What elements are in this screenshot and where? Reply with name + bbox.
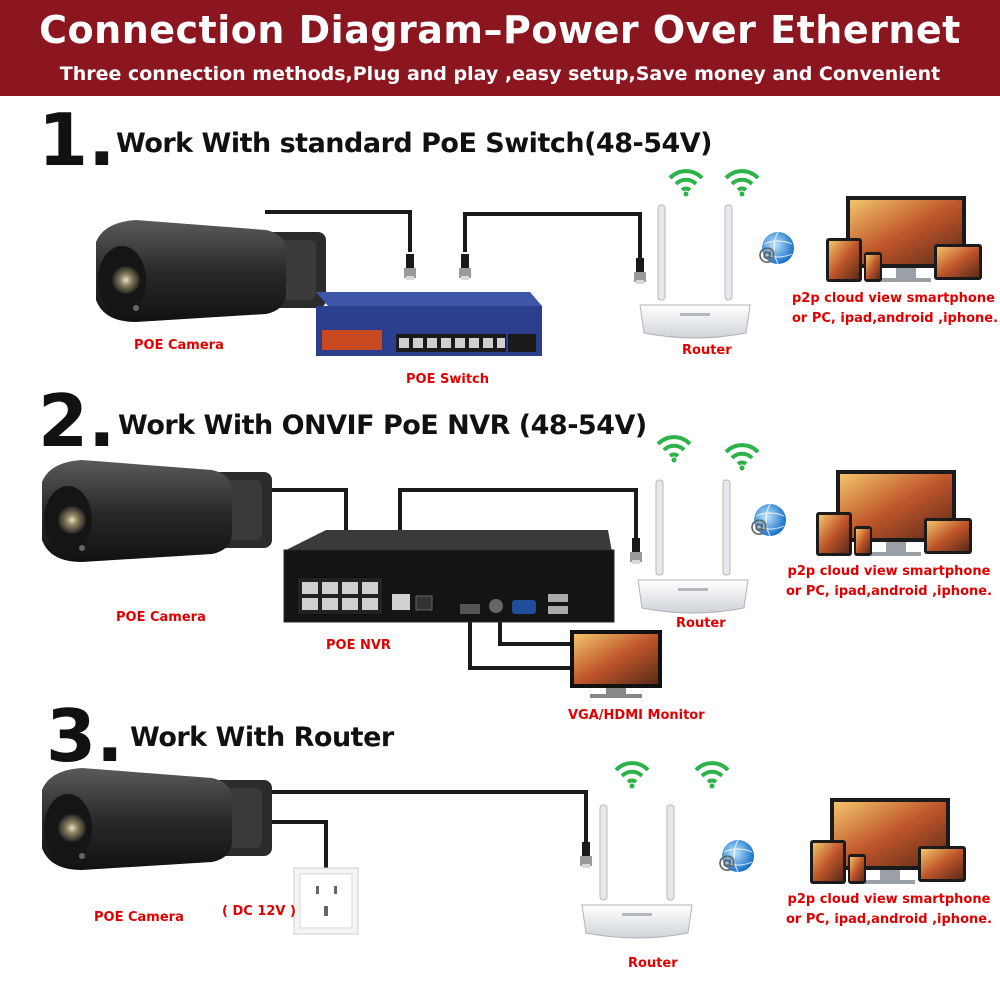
section-3-diagram [42,761,966,939]
p2p-caption-1: p2p cloud view smartphone or PC, ipad,an… [792,289,999,329]
p2p-line-2: or PC, ipad,android ,iphone. [785,584,993,599]
router-icon [581,804,693,939]
section-1-diagram [96,169,982,356]
p2p-line-2: or PC, ipad,android ,iphone. [785,912,993,927]
camera-icon [42,460,272,562]
router-icon [639,204,751,339]
step-number-1: 1. [38,98,116,182]
step-number-2: 2. [38,379,116,463]
p2p-caption-2: p2p cloud view smartphone or PC, ipad,an… [784,562,994,602]
p2p-line-1: p2p cloud view smartphone [787,564,991,579]
router-label-1: Router [682,343,732,358]
camera-label-3: POE Camera [94,910,184,925]
section-2-diagram [42,435,972,698]
devices-icon [810,798,966,884]
poe-switch-icon [316,292,542,356]
step-title-2: Work With ONVIF PoE NVR (48-54V) [118,410,647,441]
step-title-3: Work With Router [130,722,394,753]
power-outlet-icon [293,867,359,935]
camera-icon [42,768,272,870]
monitor-label: VGA/HDMI Monitor [568,708,705,723]
p2p-caption-3: p2p cloud view smartphone or PC, ipad,an… [784,890,994,930]
nvr-icon [283,530,615,623]
camera-label-2: POE Camera [116,610,206,625]
page-subtitle: Three connection methods,Plug and play ,… [59,63,941,85]
monitor-icon [570,630,662,698]
switch-label: POE Switch [406,372,489,387]
power-label: ( DC 12V ) [222,904,296,919]
p2p-line-2: or PC, ipad,android ,iphone. [792,311,999,326]
devices-icon [826,196,982,282]
nvr-label: POE NVR [326,638,391,653]
camera-label-1: POE Camera [134,338,224,353]
p2p-line-1: p2p cloud view smartphone [787,892,991,907]
router-label-2: Router [676,616,726,631]
p2p-line-1: p2p cloud view smartphone [792,291,995,306]
header-banner: Connection Diagram–Power Over Ethernet T… [0,0,1000,96]
router-label-3: Router [628,956,678,971]
router-icon [637,479,749,614]
step-title-1: Work With standard PoE Switch(48-54V) [116,128,713,159]
camera-icon [96,220,326,322]
devices-icon [816,470,972,556]
page-title: Connection Diagram–Power Over Ethernet [39,8,961,52]
step-number-3: 3. [46,694,124,778]
